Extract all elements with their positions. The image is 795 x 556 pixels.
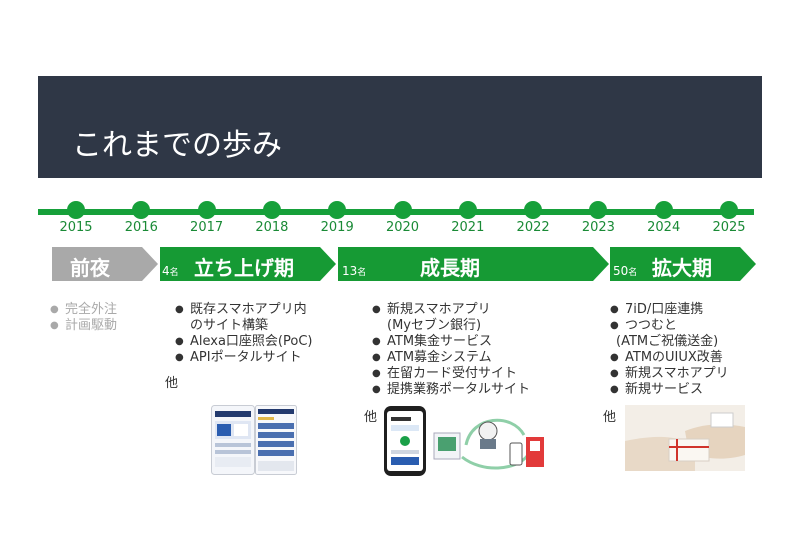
growth-list: 新規スマホアプリ (Myセブン銀行) ATM集金サービス ATM募金システム 在… [372, 302, 530, 398]
app-screenshot-2 [255, 405, 297, 475]
timeline-dot-2015 [67, 201, 85, 219]
timeline-year-2015: 2015 [59, 220, 93, 235]
prehistory-list: 完全外注 計画駆動 [50, 302, 117, 334]
page-title: これまでの歩み [72, 128, 282, 163]
launch-list: 既存スマホアプリ内 のサイト構築 Alexa口座照会(PoC) APIポータルサ… [175, 302, 313, 366]
list-item: 在留カード受付サイト [372, 366, 530, 382]
timeline-dot-2023 [589, 201, 608, 219]
timeline-year-2024: 2024 [647, 220, 681, 235]
timeline-dot-2018 [262, 201, 281, 219]
timeline-dot-2025 [720, 201, 738, 219]
list-item: (ATMご祝儀送金) [616, 334, 719, 349]
list-item: 提携業務ポータルサイト [372, 382, 530, 398]
phase-expansion-label: 拡大期 [652, 256, 712, 280]
list-item: (Myセブン銀行) [387, 318, 482, 333]
phase-prehistory-label: 前夜 [70, 256, 110, 280]
app-screenshot-1 [211, 405, 255, 475]
list-item: APIポータルサイト [175, 350, 313, 366]
timeline-year-2025: 2025 [712, 220, 746, 235]
myseven-app-screenshot [384, 406, 426, 476]
phase-growth-arrow [338, 247, 609, 281]
list-item: 完全外注 [50, 302, 117, 318]
timeline-dot-2022 [524, 201, 543, 219]
list-item: ATM募金システム [372, 350, 530, 366]
phase-launch-count: 4名 [162, 264, 179, 278]
phase-prehistory: 前夜 [52, 247, 160, 281]
timeline-year-2020: 2020 [385, 220, 420, 235]
system-diagram-image [432, 405, 550, 475]
timeline-dot-2020 [393, 201, 412, 219]
list-item: のサイト構築 [190, 318, 269, 333]
phase-expansion-arrow [610, 247, 756, 281]
phase-growth-label: 成長期 [420, 256, 480, 280]
timeline-dot-2021 [458, 201, 477, 219]
timeline-dot-2016 [132, 201, 151, 219]
phase-growth: 13名 成長期 [338, 247, 610, 281]
timeline-year-2016: 2016 [124, 220, 158, 235]
list-item: 新規スマホアプリ [610, 366, 729, 382]
list-item: 新規サービス [610, 382, 729, 398]
list-item: 新規スマホアプリ [372, 302, 530, 318]
header-banner: これまでの歩み [38, 76, 762, 178]
timeline-dot-2019 [328, 201, 347, 219]
timeline-year-2023: 2023 [581, 220, 615, 235]
list-item: つつむと [610, 318, 729, 334]
timeline-year-2018: 2018 [255, 220, 289, 235]
list-item: ATMのUIUX改善 [610, 350, 729, 366]
phase-expansion: 50名 拡大期 [610, 247, 758, 281]
growth-other: 他 [364, 410, 378, 425]
phase-prehistory-arrow [52, 247, 158, 281]
expansion-list: 7iD/口座連携 つつむと (ATMご祝儀送金) ATMのUIUX改善 新規スマ… [610, 302, 729, 398]
phase-expansion-count: 50名 [613, 264, 638, 278]
timeline-year-2019: 2019 [320, 220, 354, 235]
launch-other: 他 [165, 376, 179, 391]
list-item: 7iD/口座連携 [610, 302, 729, 318]
list-item: Alexa口座照会(PoC) [175, 334, 313, 350]
list-item: ATM集金サービス [372, 334, 530, 350]
expansion-other: 他 [603, 410, 617, 425]
list-item: 計画駆動 [50, 318, 117, 334]
phase-launch-label: 立ち上げ期 [194, 256, 294, 280]
timeline-year-2022: 2022 [516, 220, 550, 235]
phase-growth-count: 13名 [342, 264, 367, 278]
timeline-dot-2024 [654, 201, 673, 219]
timeline-year-2021: 2021 [451, 220, 485, 235]
tsutsumuto-image [625, 405, 745, 471]
timeline-year-2017: 2017 [190, 220, 224, 235]
timeline-dot-2017 [197, 201, 216, 219]
phase-launch: 4名 立ち上げ期 [160, 247, 338, 281]
list-item: 既存スマホアプリ内 [175, 302, 313, 318]
phase-launch-arrow [160, 247, 336, 281]
